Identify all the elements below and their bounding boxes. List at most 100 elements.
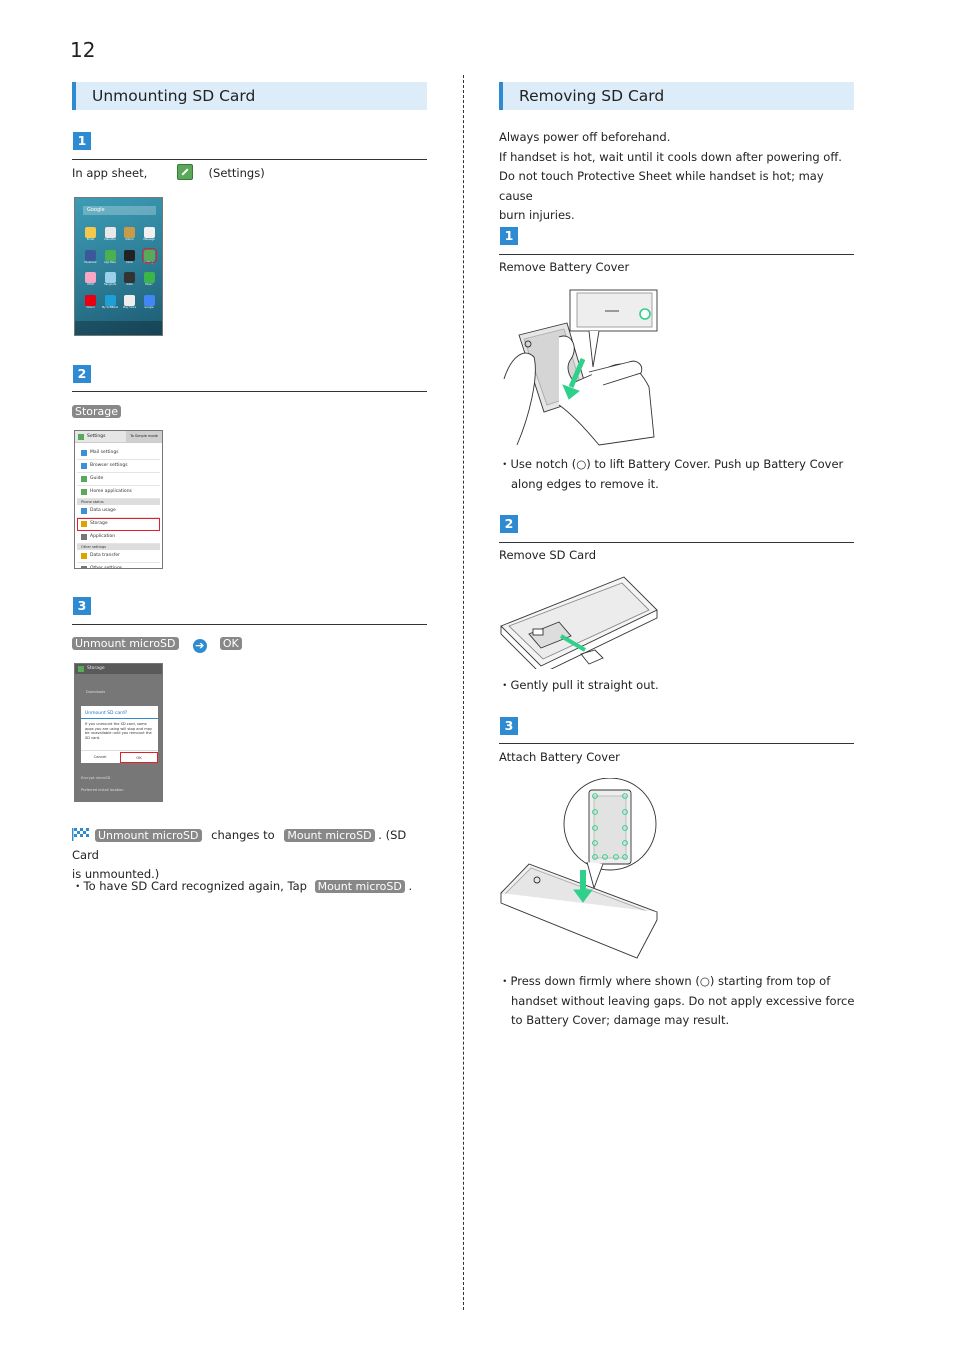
app-icon[interactable]: Music [140, 271, 159, 293]
column-divider [463, 75, 464, 1310]
app-icon-glyph [104, 227, 116, 238]
app-icon-label: App Pass [104, 260, 116, 264]
app-icon-label: Hangouts [103, 283, 117, 286]
dialog-buttons: Cancel OK [81, 750, 158, 763]
settings-row[interactable]: Mail settings [77, 447, 160, 460]
step-rule [499, 254, 854, 255]
app-icon-label: Yahoo! [86, 305, 95, 309]
app-icon-label: Email [86, 238, 95, 241]
step-3-note-line-3: to Battery Cover; damage may result. [511, 1013, 730, 1027]
step-2-note: ・Gently pull it straight out. [499, 678, 659, 692]
app-icon-label: Google [144, 305, 154, 309]
app-icon[interactable]: Google [140, 294, 159, 316]
app-icon-glyph [104, 249, 116, 261]
settings-row[interactable]: Application [77, 531, 160, 544]
ok-button[interactable]: OK [120, 752, 158, 763]
settings-row-icon [81, 489, 87, 495]
intro-line-1: Always power off beforehand. [499, 130, 671, 144]
unmount-microsd-status: Unmount microSD [95, 829, 202, 842]
step-2-label: Remove SD Card [499, 548, 597, 562]
settings-header: Settings To Simple mode [75, 431, 162, 443]
settings-row-icon [81, 463, 87, 469]
app-icon-label: Music [145, 283, 153, 286]
app-icon-glyph [124, 249, 135, 261]
settings-row[interactable]: Home applications [77, 486, 160, 499]
simple-mode-button[interactable]: To Simple mode [126, 431, 162, 442]
app-icon[interactable]: Facebook [81, 249, 100, 271]
app-icon-label: My SoftBank [101, 305, 119, 309]
app-icon-label: Settings [143, 260, 155, 264]
step-3-instruction: Unmount microSD ➔ OK [72, 632, 242, 653]
step-3-note-line-2: handset without leaving gaps. Do not app… [511, 993, 855, 1008]
mount-microsd-button[interactable]: Mount microSD [314, 880, 405, 893]
remount-note: ・To have SD Card recognized again, Tap M… [72, 877, 412, 897]
app-icon-label: Play Store [122, 305, 137, 309]
settings-row-icon [81, 508, 87, 514]
dialog-body: If you unmount the SD card, some apps yo… [85, 722, 153, 740]
settings-row[interactable]: Data transfer [77, 550, 160, 563]
note-suffix: . [408, 879, 413, 893]
section-title-removing: Removing SD Card [499, 82, 854, 110]
app-icon-label: Message [143, 238, 155, 241]
changes-to-text: changes to [211, 828, 275, 842]
settings-row[interactable]: Browser settings [77, 460, 160, 473]
app-icon[interactable]: ATOK [81, 271, 100, 293]
bg-item-encrypt: Encrypt microSD [81, 776, 111, 780]
app-icon[interactable]: Album [120, 226, 139, 248]
ok-button[interactable]: OK [219, 637, 242, 650]
app-icon-glyph [143, 227, 155, 238]
bg-item-downloads: Downloads [86, 690, 106, 694]
settings-subheader: Phone status [77, 499, 160, 505]
app-icon[interactable]: App Pass [101, 249, 120, 271]
settings-row[interactable]: Storage [77, 518, 160, 531]
app-icon-glyph [141, 247, 157, 263]
step-1-text-after: (Settings) [208, 166, 265, 180]
app-icon[interactable]: Message [140, 226, 159, 248]
step-1-label: Remove Battery Cover [499, 260, 630, 274]
app-icon[interactable]: Slide [120, 271, 139, 293]
app-icon-glyph [85, 294, 96, 306]
app-icon[interactable]: Settings [140, 247, 159, 271]
step-rule [72, 391, 427, 392]
app-icon[interactable]: Play Store [120, 294, 139, 316]
app-icon[interactable]: Clock [120, 249, 139, 271]
settings-row-icon [81, 450, 87, 456]
unmount-microsd-button[interactable]: Unmount microSD [72, 637, 179, 650]
step-2-instruction: Storage [72, 400, 122, 419]
app-icon[interactable]: Calendar [101, 226, 120, 248]
settings-row-icon [81, 521, 87, 527]
bg-item-install-location: Preferred install location [81, 788, 124, 792]
settings-row[interactable]: Data usage [77, 505, 160, 518]
settings-row[interactable]: Guide [77, 473, 160, 486]
settings-icon [78, 666, 84, 672]
result-text-line2: is unmounted.) [72, 867, 160, 881]
app-icon-label: Calendar [104, 238, 116, 241]
app-icon[interactable]: Yahoo! [81, 294, 100, 316]
app-icon[interactable]: My SoftBank [101, 294, 120, 316]
settings-row[interactable]: Other settings [77, 563, 160, 568]
storage-header-title: Storage [87, 666, 105, 671]
app-icon-label: Facebook [84, 260, 97, 264]
app-icon[interactable]: Hangouts [101, 271, 120, 293]
intro-line-4: burn injuries. [499, 208, 575, 222]
section-title-unmounting: Unmounting SD Card [72, 82, 427, 110]
app-icon-glyph [85, 249, 96, 261]
storage-button[interactable]: Storage [72, 405, 122, 418]
unmount-dialog: Unmount SD card? If you unmount the SD c… [81, 706, 158, 763]
mount-microsd-status: Mount microSD [284, 829, 375, 842]
step-3-note-line-1: ・Press down firmly where shown (○) start… [499, 974, 831, 988]
app-icon[interactable]: Email [81, 226, 100, 248]
step-number-2: 2 [500, 515, 518, 533]
step-3-note: ・Press down firmly where shown (○) start… [499, 972, 859, 1031]
google-search-bar: Google [83, 206, 156, 215]
intro-line-3: Do not touch Protective Sheet while hand… [499, 169, 824, 203]
settings-icon [176, 164, 193, 180]
dock [75, 321, 162, 335]
app-icon-label: ATOK [87, 283, 94, 286]
app-icon-label: Slide [126, 283, 133, 286]
cancel-button[interactable]: Cancel [93, 754, 107, 759]
step-number-2: 2 [73, 365, 91, 383]
